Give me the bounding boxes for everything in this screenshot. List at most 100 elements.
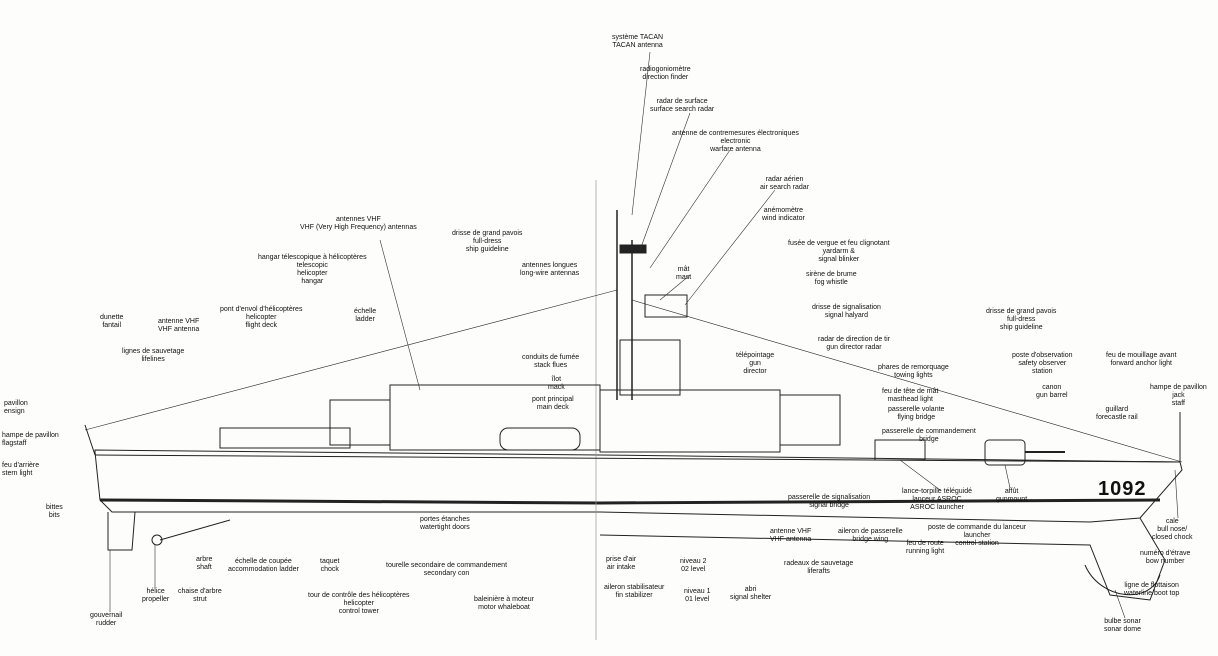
fr: drisse de grand pavois <box>986 308 1057 315</box>
en2: signal blinker <box>818 256 860 263</box>
en2: closed chock <box>1152 534 1193 541</box>
en: mack <box>548 384 565 391</box>
fr: antennes VHF <box>335 216 381 223</box>
fr: échelle de coupée <box>235 558 292 565</box>
fr: guillard <box>1105 406 1129 413</box>
fr: drisse de signalisation <box>812 304 881 311</box>
en2: staff <box>1171 400 1185 407</box>
fr: numéro d'étrave <box>1140 550 1191 557</box>
fr: passerelle volante <box>888 406 945 413</box>
en2: control station <box>955 540 999 547</box>
fr: passerelle de commandement <box>882 428 976 435</box>
en2: helicopter <box>297 270 328 277</box>
dressing-line-fwd <box>631 299 1183 463</box>
fr: cale <box>1165 518 1179 525</box>
en: flying bridge <box>897 414 936 421</box>
fr: drisse de grand pavois <box>452 230 523 237</box>
en: VHF antenna <box>770 536 812 543</box>
fr: télépointage <box>736 352 775 359</box>
en: TACAN antenna <box>612 42 663 49</box>
en: VHF (Very High Frequency) antennas <box>300 224 417 231</box>
fr: anémomètre <box>763 207 804 214</box>
en: fin stabilizer <box>615 592 653 599</box>
en: towing lights <box>894 372 933 379</box>
leader-vhf <box>379 239 421 391</box>
fr: ligne de flottaison <box>1124 582 1179 589</box>
fr: radiogoniomètre <box>640 66 691 73</box>
en: jack <box>1172 392 1185 399</box>
rudder-shape <box>107 511 136 551</box>
en: air search radar <box>760 184 810 191</box>
en: wind indicator <box>762 215 805 222</box>
fr: canon <box>1042 384 1062 391</box>
mast-platform <box>619 244 647 254</box>
fr: tour de contrôle des hélicoptères <box>308 592 410 599</box>
en: gun director radar <box>826 344 882 351</box>
fr: chaise d'arbre <box>178 588 222 595</box>
fr: radar aérien <box>765 176 804 183</box>
en: chock <box>320 566 339 573</box>
fr: aileron stabilisateur <box>604 584 665 591</box>
leader-ecm <box>649 149 731 269</box>
en2: ship guideline <box>999 324 1043 331</box>
en: forward anchor light <box>1110 360 1172 367</box>
fr: gouvernail <box>90 612 123 619</box>
fr: pont principal <box>532 396 574 403</box>
en: watertight doors <box>420 524 470 531</box>
motor-whaleboat <box>499 427 581 451</box>
fr: dunette <box>100 314 124 321</box>
fr: poste d'observation <box>1012 352 1073 359</box>
en: stack flues <box>534 362 568 369</box>
fr: hampe de pavillon <box>2 432 59 439</box>
boot-top-band <box>99 498 1161 505</box>
en2: warfare antenna <box>710 146 761 153</box>
en: direction finder <box>642 74 689 81</box>
en: helicopter <box>246 314 277 321</box>
en: bow number <box>1145 558 1185 565</box>
fr: feu de tête de mât <box>882 388 939 395</box>
fr: antenne VHF <box>770 528 812 535</box>
fr: niveau 1 <box>684 588 711 595</box>
hangar <box>329 399 391 446</box>
en: signal shelter <box>730 594 772 601</box>
en: surface search radar <box>650 106 715 113</box>
en2: flight deck <box>245 322 277 329</box>
fr: tourelle secondaire de commandement <box>386 562 508 569</box>
main-deck-line <box>94 454 1181 463</box>
fr: phares de remorquage <box>878 364 949 371</box>
en: launcher <box>963 532 991 539</box>
fr: portes étanches <box>420 516 470 523</box>
leader-surface-radar <box>639 112 691 251</box>
leader-mast <box>659 274 691 301</box>
fr: feu de mouillage avant <box>1106 352 1177 359</box>
en: forecastle rail <box>1096 414 1138 421</box>
